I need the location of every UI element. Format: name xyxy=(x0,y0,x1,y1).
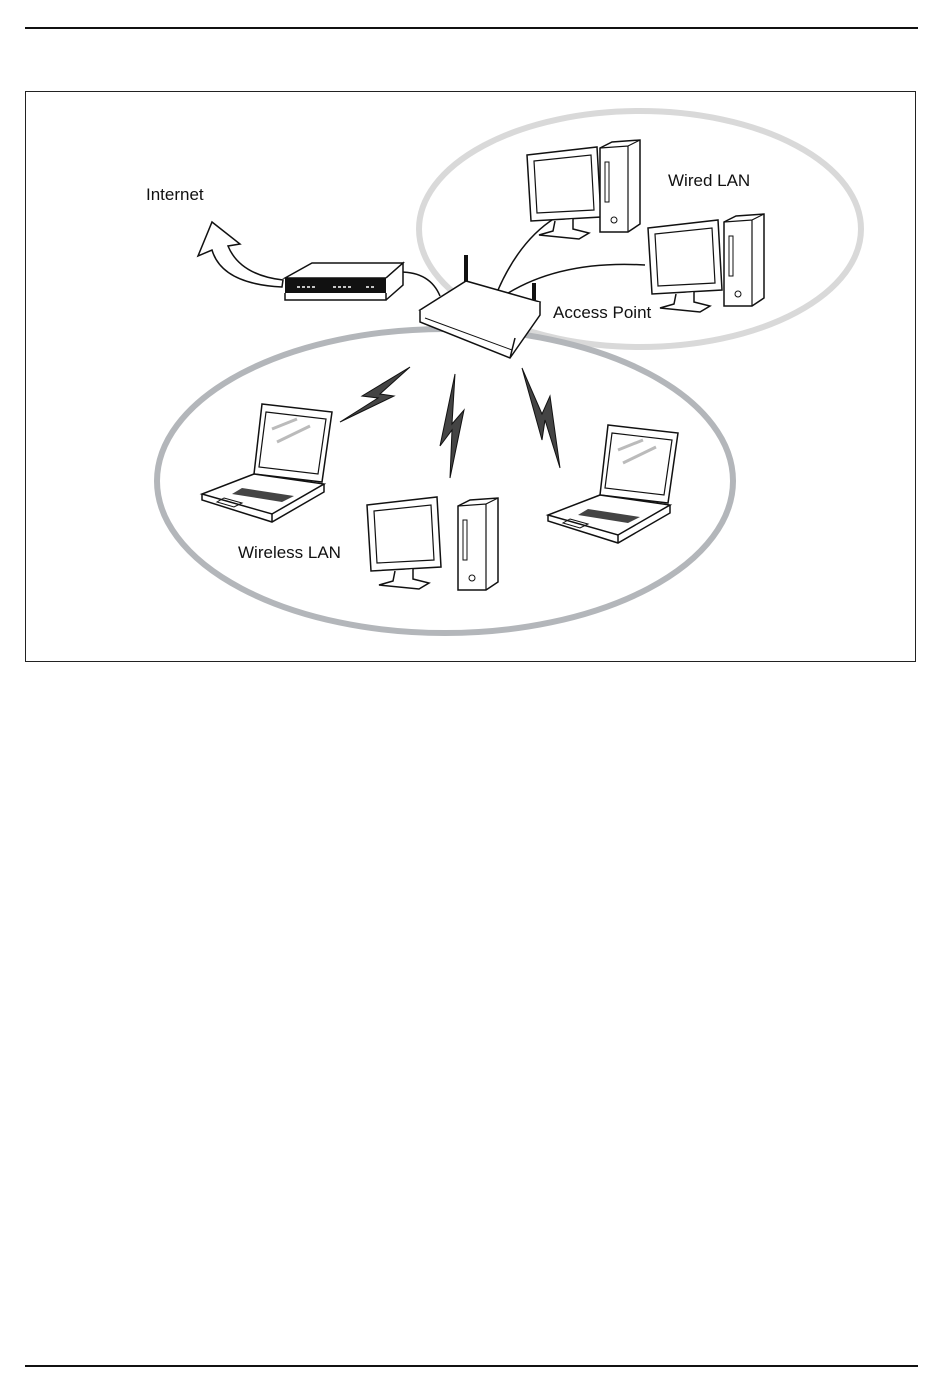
bottom-rule xyxy=(25,1365,918,1367)
router-icon xyxy=(282,261,405,301)
wireless-laptop-right xyxy=(546,423,680,545)
wired-lan-ring xyxy=(416,108,864,350)
network-diagram: Internet Wired LAN Access Point Wireless… xyxy=(146,108,864,636)
access-point-label: Access Point xyxy=(553,303,652,322)
cable-modem-ap xyxy=(399,271,441,297)
figure-frame xyxy=(25,91,916,662)
wireless-signal-icon xyxy=(339,366,411,423)
wireless-laptop-left xyxy=(200,402,334,524)
top-rule xyxy=(25,27,918,29)
wireless-desktop xyxy=(366,496,499,591)
wired-desktop-2 xyxy=(647,213,765,313)
wired-desktop-1 xyxy=(526,139,641,240)
internet-arrow-icon xyxy=(196,220,284,288)
wireless-signal-icon xyxy=(521,367,561,469)
internet-label: Internet xyxy=(146,185,204,204)
cable-ap-pc1 xyxy=(497,217,556,291)
cable-ap-pc2 xyxy=(504,263,646,296)
wireless-lan-label: Wireless LAN xyxy=(238,543,341,562)
access-point-icon xyxy=(418,255,542,359)
wireless-signal-icon xyxy=(439,373,465,479)
wired-lan-label: Wired LAN xyxy=(668,171,750,190)
